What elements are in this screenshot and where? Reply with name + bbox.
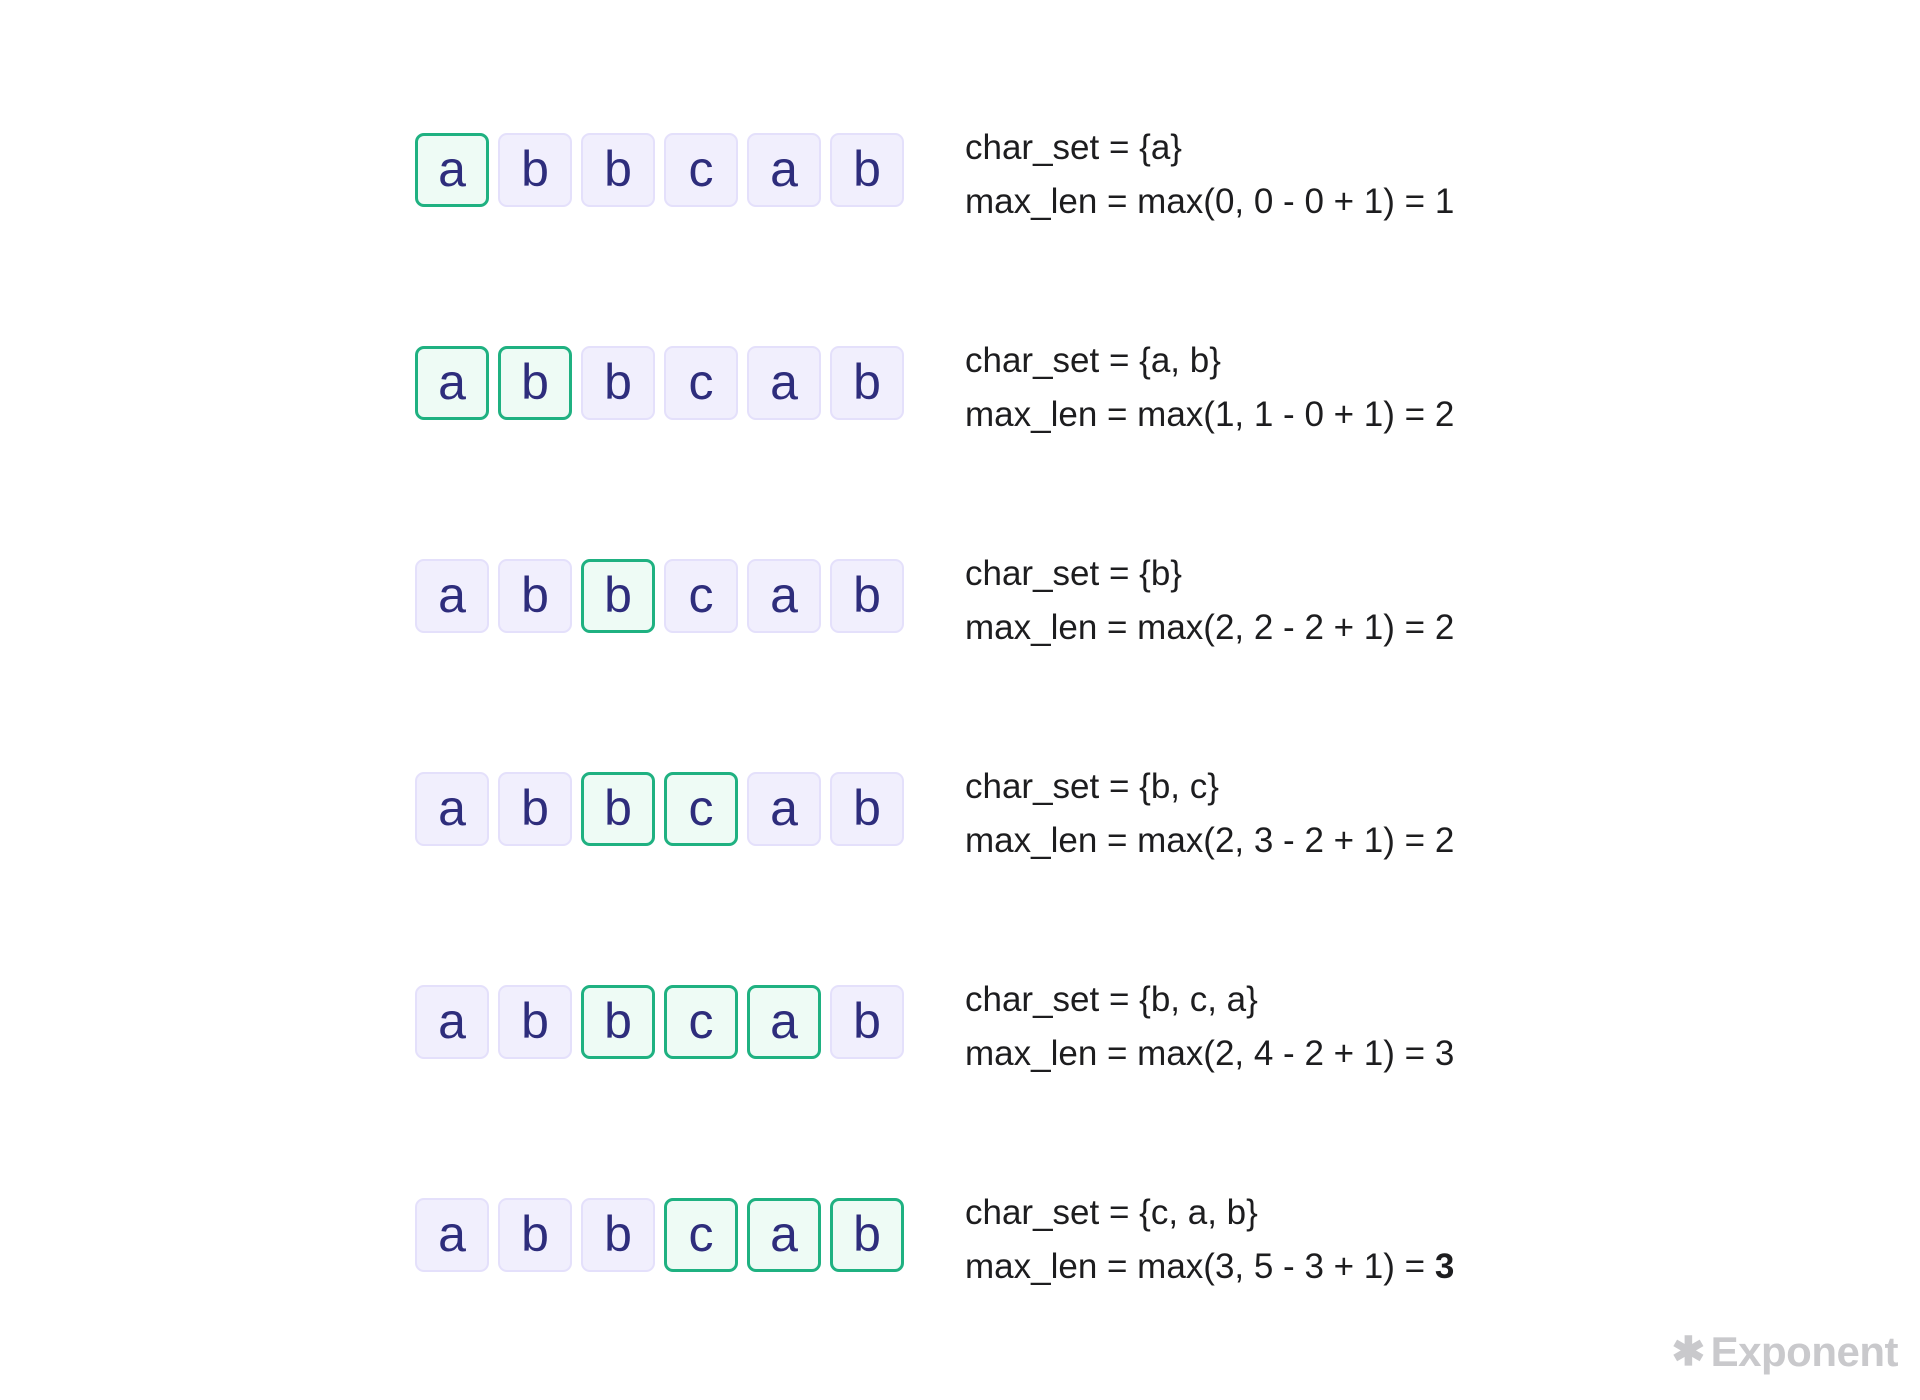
char-cell: a [415, 772, 489, 846]
char-cell: a [747, 1198, 821, 1272]
string-cells: a b b c a b [415, 1198, 904, 1276]
char-set-label: char_set = {b, c, a} [965, 980, 1258, 1019]
char-cell: b [498, 772, 572, 846]
max-len-result: 2 [1434, 608, 1455, 647]
char-set-label: char_set = {c, a, b} [965, 1193, 1258, 1232]
char-cell: c [664, 559, 738, 633]
char-cell: a [415, 559, 489, 633]
exponent-logo: ✱ Exponent [1671, 1328, 1899, 1376]
char-cell: c [664, 985, 738, 1059]
max-len-result: 3 [1434, 1034, 1455, 1073]
char-cell: a [747, 133, 821, 207]
max-len-expression: max_len = max(0, 0 - 0 + 1) = [965, 182, 1435, 221]
char-cell: b [498, 133, 572, 207]
string-cells: a b b c a b [415, 559, 904, 637]
char-set-label: char_set = {b, c} [965, 767, 1219, 806]
char-cell: a [747, 772, 821, 846]
char-cell: b [581, 985, 655, 1059]
max-len-expression: max_len = max(2, 2 - 2 + 1) = [965, 608, 1435, 647]
step-row: a b b c a b char_set = {a} max_len = max… [0, 128, 1920, 293]
char-cell: b [830, 985, 904, 1059]
char-cell: b [581, 559, 655, 633]
char-cell: a [415, 133, 489, 207]
char-cell: b [498, 346, 572, 420]
max-len-result: 3 [1434, 1247, 1455, 1286]
brand-name: Exponent [1710, 1328, 1899, 1375]
max-len-label: max_len = max(2, 3 - 2 + 1) = 2 [965, 814, 1454, 868]
char-cell: c [664, 772, 738, 846]
char-cell: b [498, 559, 572, 633]
char-cell: a [415, 985, 489, 1059]
char-cell: b [581, 346, 655, 420]
step-row: a b b c a b char_set = {b, c, a} max_len… [0, 980, 1920, 1145]
max-len-expression: max_len = max(3, 5 - 3 + 1) = [965, 1247, 1435, 1286]
step-text: char_set = {a} max_len = max(0, 0 - 0 + … [965, 121, 1454, 229]
step-text: char_set = {c, a, b} max_len = max(3, 5 … [965, 1186, 1454, 1294]
char-cell: b [581, 133, 655, 207]
char-cell: a [747, 346, 821, 420]
max-len-expression: max_len = max(2, 4 - 2 + 1) = [965, 1034, 1435, 1073]
char-cell: c [664, 133, 738, 207]
char-set-label: char_set = {a} [965, 128, 1182, 167]
char-set-label: char_set = {a, b} [965, 341, 1221, 380]
char-cell: b [581, 772, 655, 846]
asterisk-icon: ✱ [1671, 1330, 1706, 1374]
char-cell: b [830, 346, 904, 420]
max-len-expression: max_len = max(2, 3 - 2 + 1) = [965, 821, 1435, 860]
char-cell: b [830, 559, 904, 633]
char-cell: b [830, 1198, 904, 1272]
max-len-label: max_len = max(2, 2 - 2 + 1) = 2 [965, 601, 1454, 655]
max-len-expression: max_len = max(1, 1 - 0 + 1) = [965, 395, 1435, 434]
max-len-label: max_len = max(3, 5 - 3 + 1) = 3 [965, 1240, 1454, 1294]
step-row: a b b c a b char_set = {c, a, b} max_len… [0, 1193, 1920, 1358]
char-cell: b [498, 985, 572, 1059]
max-len-label: max_len = max(2, 4 - 2 + 1) = 3 [965, 1027, 1454, 1081]
max-len-result: 1 [1434, 182, 1455, 221]
max-len-label: max_len = max(1, 1 - 0 + 1) = 2 [965, 388, 1454, 442]
char-cell: a [747, 559, 821, 633]
step-row: a b b c a b char_set = {b, c} max_len = … [0, 767, 1920, 932]
char-cell: b [830, 133, 904, 207]
char-cell: b [581, 1198, 655, 1272]
step-row: a b b c a b char_set = {b} max_len = max… [0, 554, 1920, 719]
string-cells: a b b c a b [415, 133, 904, 211]
char-cell: c [664, 1198, 738, 1272]
step-row: a b b c a b char_set = {a, b} max_len = … [0, 341, 1920, 506]
string-cells: a b b c a b [415, 985, 904, 1063]
char-cell: b [830, 772, 904, 846]
char-cell: b [498, 1198, 572, 1272]
string-cells: a b b c a b [415, 346, 904, 424]
char-cell: a [415, 1198, 489, 1272]
char-cell: c [664, 346, 738, 420]
max-len-result: 2 [1434, 395, 1455, 434]
step-text: char_set = {b, c, a} max_len = max(2, 4 … [965, 973, 1454, 1081]
max-len-label: max_len = max(0, 0 - 0 + 1) = 1 [965, 175, 1454, 229]
char-set-label: char_set = {b} [965, 554, 1182, 593]
step-text: char_set = {b} max_len = max(2, 2 - 2 + … [965, 547, 1454, 655]
step-text: char_set = {a, b} max_len = max(1, 1 - 0… [965, 334, 1454, 442]
max-len-result: 2 [1434, 821, 1455, 860]
char-cell: a [415, 346, 489, 420]
char-cell: a [747, 985, 821, 1059]
string-cells: a b b c a b [415, 772, 904, 850]
step-text: char_set = {b, c} max_len = max(2, 3 - 2… [965, 760, 1454, 868]
